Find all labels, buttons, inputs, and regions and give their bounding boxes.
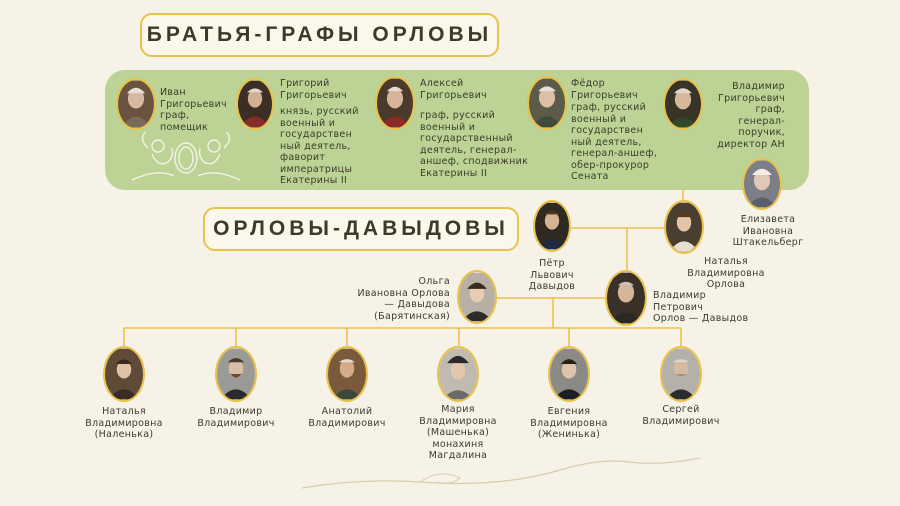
vladimir-g-desc: граф, генерал- поручик, директор АН — [717, 104, 785, 150]
grigory-name: Григорий Григорьевич — [280, 78, 347, 101]
child-anatoly-label: Анатолий Владимирович — [308, 406, 386, 429]
title-orlov-davydov: ОРЛОВЫ-ДАВЫДОВЫ — [203, 207, 519, 251]
title-brothers: БРАТЬЯ-ГРАФЫ ОРЛОВЫ — [140, 13, 499, 57]
child-maria-label: Мария Владимировна (Машенька) монахиня М… — [419, 404, 497, 461]
portrait-fyodor — [527, 76, 567, 130]
vladimir-g-name: Владимир Григорьевич — [718, 81, 785, 104]
alexey-desc: граф, русский военный и государственный … — [420, 110, 529, 179]
ivan-name: Иван Григорьевич — [160, 87, 227, 110]
child-natalya-label: Наталья Владимировна (Наленька) — [85, 406, 163, 440]
fyodor-desc: граф, русский военный и государствен ный… — [571, 102, 658, 182]
olga-label: Ольга Ивановна Орлова — Давыдова (Баряти… — [357, 276, 450, 322]
portrait-child-evgenia — [548, 346, 590, 402]
portrait-petr — [533, 200, 571, 252]
portrait-grigory — [236, 78, 274, 130]
vladimir-p-label: Владимир Петрович Орлов — Давыдов — [653, 290, 749, 324]
natalya-label: Наталья Владимировна Орлова — [687, 256, 765, 290]
portrait-olga — [457, 270, 497, 324]
petr-label: Пётр Львович Давыдов — [528, 258, 576, 292]
child-sergey-label: Сергей Владимирович — [642, 404, 720, 427]
portrait-child-maria — [437, 346, 479, 402]
portrait-child-sergey — [660, 346, 702, 402]
portrait-vladimir-g — [663, 78, 703, 130]
portrait-alexey — [375, 76, 415, 130]
cherub-ornament — [131, 131, 241, 181]
child-evgenia-label: Евгения Владимировна (Женинька) — [530, 406, 608, 440]
portrait-vladimir-p — [605, 270, 647, 326]
portrait-child-natalya — [103, 346, 145, 402]
portrait-child-anatoly — [326, 346, 368, 402]
decorative-swirl — [301, 457, 701, 489]
portrait-elizaveta — [742, 158, 782, 210]
grigory-desc: князь, русский военный и государствен ны… — [280, 106, 359, 186]
ivan-desc: граф, помещик — [160, 110, 208, 133]
portrait-child-vladimir — [215, 346, 257, 402]
portrait-natalya — [664, 200, 704, 254]
child-vladimir-label: Владимир Владимирович — [197, 406, 275, 429]
fyodor-name: Фёдор Григорьевич — [571, 78, 638, 101]
elizaveta-label: Елизавета Ивановна Штакельберг — [732, 214, 804, 248]
portrait-ivan — [116, 78, 156, 130]
alexey-name: Алексей Григорьевич — [420, 78, 487, 101]
